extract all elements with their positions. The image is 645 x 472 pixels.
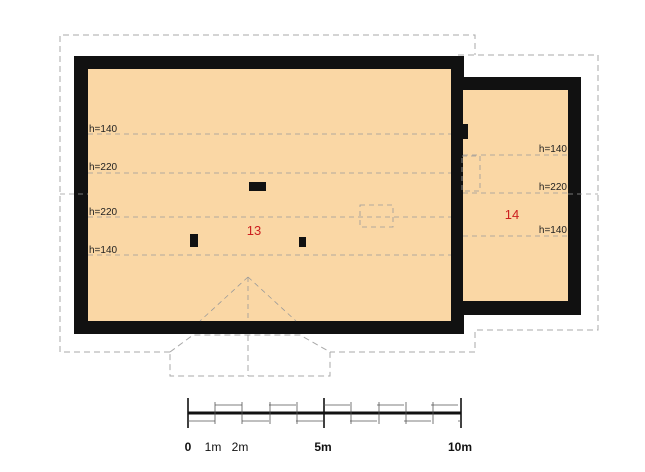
chimney-1 [249, 182, 266, 191]
height-label: h=140 [89, 245, 118, 256]
height-label: h=220 [89, 207, 118, 218]
room-14-floor [463, 90, 568, 301]
chimney-3 [299, 237, 306, 247]
scale-label-5m: 5m [314, 440, 331, 454]
chimney-2 [190, 234, 198, 247]
scale-label-1m: 1m [205, 440, 222, 454]
chimney-4 [452, 124, 468, 139]
scale-label-0: 0 [185, 440, 192, 454]
height-label: h=220 [539, 182, 568, 193]
construction-lines [60, 133, 598, 322]
scale-bar: 0 1m 2m 5m 10m [185, 398, 472, 454]
height-label: h=220 [89, 162, 118, 173]
height-label: h=140 [539, 144, 568, 155]
roof-outline [59, 34, 599, 377]
room-number-13: 13 [247, 223, 261, 238]
room-number-14: 14 [505, 207, 519, 222]
chimneys [190, 124, 468, 247]
height-label: h=140 [89, 124, 118, 135]
room-13-floor [88, 69, 451, 321]
height-label: h=140 [539, 225, 568, 236]
scale-label-2m: 2m [232, 440, 249, 454]
scale-label-10m: 10m [448, 440, 472, 454]
